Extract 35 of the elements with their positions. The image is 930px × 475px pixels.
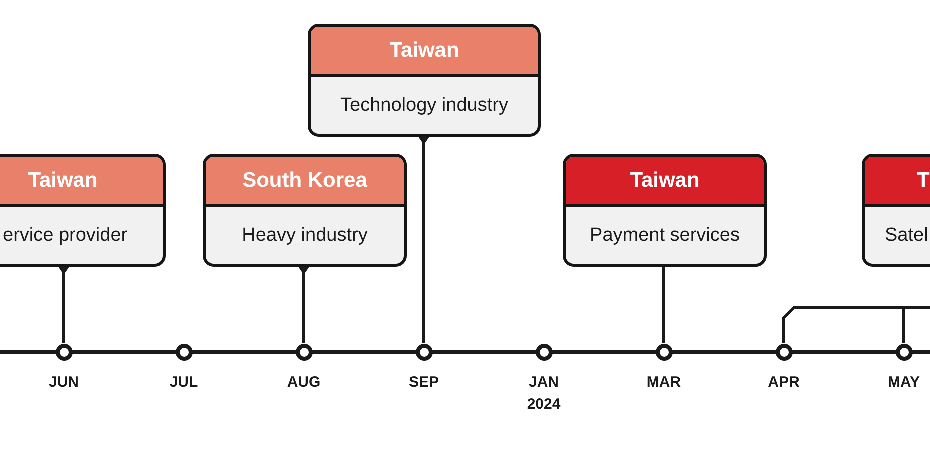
connector-line: [662, 267, 666, 344]
connector-line: [58, 267, 70, 344]
card-title: T: [917, 168, 930, 192]
card-text: ervice provider: [3, 224, 128, 246]
card-title: South Korea: [242, 168, 368, 192]
timeline-dot: [896, 344, 912, 360]
event-card: [0, 154, 166, 267]
card-title: Taiwan: [28, 168, 98, 192]
card-text: Payment services: [590, 224, 740, 246]
month-label: JAN: [528, 373, 559, 393]
timeline-dot: [416, 344, 432, 360]
connector-line: [418, 137, 430, 344]
timeline-dot: [56, 344, 72, 360]
month-label: MAR: [646, 373, 682, 393]
card-title: Taiwan: [390, 38, 460, 62]
timeline-dot: [296, 344, 312, 360]
timeline-dot: [536, 344, 552, 360]
timeline-dot: [776, 344, 792, 360]
month-label: SEP: [408, 373, 439, 393]
connector-line: [298, 267, 310, 344]
month-label: MAY: [888, 373, 920, 393]
event-card: [308, 24, 541, 137]
card-text: Heavy industry: [242, 224, 368, 246]
timeline-dot: [176, 344, 192, 360]
event-card: [203, 154, 407, 267]
event-card: [563, 154, 767, 267]
card-text: Technology industry: [340, 94, 508, 116]
card-text: Satel: [885, 224, 928, 246]
month-label: 2024: [527, 395, 561, 415]
month-label: JUN: [48, 373, 79, 393]
month-label: AUG: [287, 373, 321, 393]
timeline-dot: [656, 344, 672, 360]
month-label: APR: [768, 373, 800, 393]
card-title: Taiwan: [630, 168, 700, 192]
month-label: JUL: [170, 373, 198, 393]
